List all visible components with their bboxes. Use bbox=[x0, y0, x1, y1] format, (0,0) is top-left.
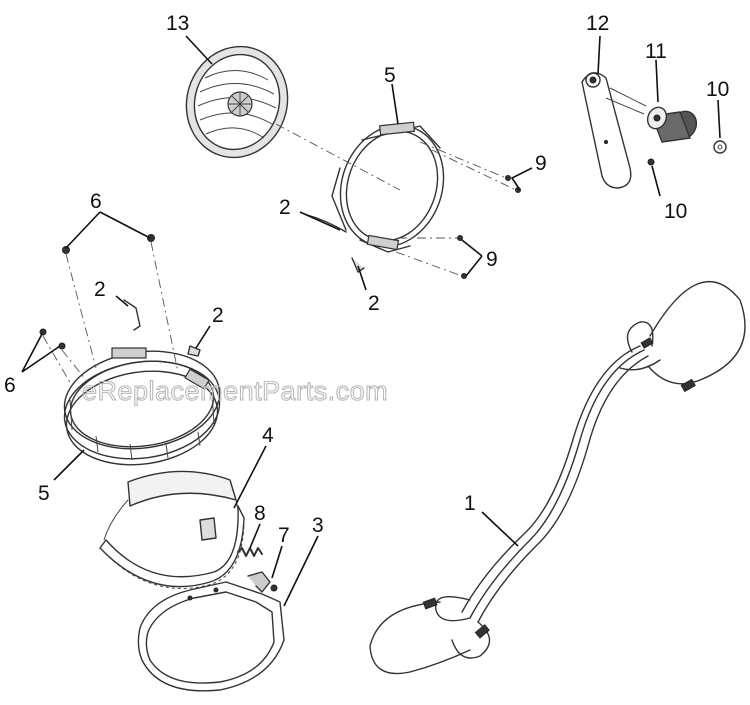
callout-4: 4 bbox=[262, 424, 274, 447]
callout-1: 1 bbox=[464, 492, 476, 515]
callout-5-lower: 5 bbox=[38, 482, 50, 505]
part-9-screws[interactable] bbox=[395, 141, 521, 279]
callout-3: 3 bbox=[312, 514, 324, 537]
part-5-upper-ring[interactable] bbox=[324, 111, 460, 262]
callout-2-upper-left: 2 bbox=[279, 196, 291, 219]
callout-2-lower-left: 2 bbox=[94, 278, 106, 301]
callout-12: 12 bbox=[586, 12, 609, 35]
part-3-bracket[interactable] bbox=[137, 581, 285, 692]
callout-8: 8 bbox=[254, 502, 266, 525]
part-8-spring[interactable] bbox=[237, 547, 263, 557]
part-10-washer-screw[interactable] bbox=[647, 140, 727, 166]
part-1-harness[interactable] bbox=[369, 281, 746, 675]
part-5-lower-ring[interactable] bbox=[58, 342, 226, 475]
callout-6-left: 6 bbox=[4, 374, 16, 397]
callout-10-bottom: 10 bbox=[664, 200, 687, 223]
part-6-screws[interactable] bbox=[39, 234, 179, 387]
part-7-clip[interactable] bbox=[247, 571, 278, 593]
part-13-blower-wheel[interactable] bbox=[172, 33, 302, 170]
callout-6-top: 6 bbox=[90, 190, 102, 213]
part-4-gear-ring[interactable] bbox=[99, 470, 245, 589]
part-2-clip-upper[interactable] bbox=[303, 213, 365, 273]
callout-10-top: 10 bbox=[706, 78, 729, 101]
part-12-bracket[interactable] bbox=[581, 72, 632, 189]
callout-9-top: 9 bbox=[535, 152, 547, 175]
leader-lines bbox=[21, 35, 721, 607]
callout-2-upper-bottom: 2 bbox=[368, 292, 380, 315]
callout-5-upper: 5 bbox=[384, 64, 396, 87]
part-11-roller[interactable] bbox=[605, 87, 701, 143]
callout-9-bottom: 9 bbox=[486, 248, 498, 271]
callout-11: 11 bbox=[645, 40, 667, 63]
callout-2-lower-right: 2 bbox=[212, 304, 224, 327]
part-2-clip-lower[interactable] bbox=[123, 299, 201, 357]
callout-7: 7 bbox=[278, 524, 290, 547]
callout-13: 13 bbox=[166, 12, 189, 35]
watermark-text: eReplacementParts.com bbox=[82, 376, 388, 406]
callout-labels: 13 5 12 11 10 9 10 2 9 2 6 2 2 6 5 4 8 7… bbox=[4, 12, 729, 547]
